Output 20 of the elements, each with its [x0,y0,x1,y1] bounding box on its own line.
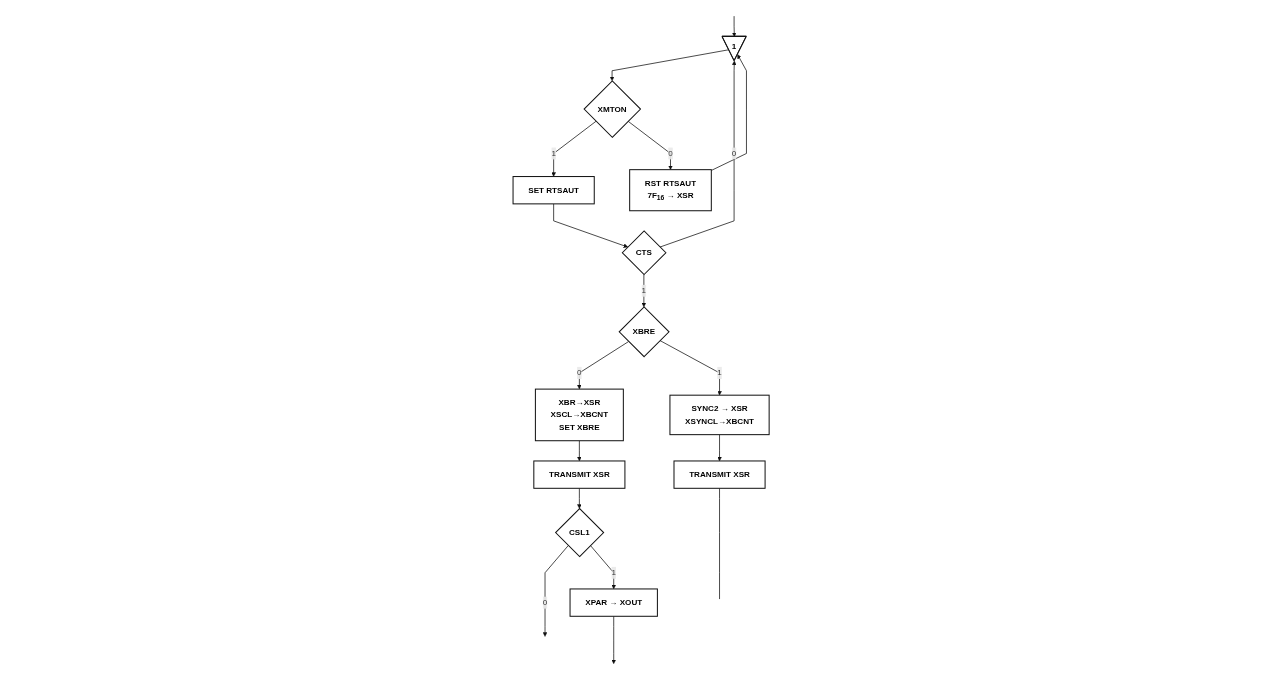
edge-label: 0 [542,598,548,607]
node-diamond: XMTON [583,80,642,138]
edge-label: 1 [717,368,722,377]
connector [719,487,720,600]
edge-label: 0 [668,148,673,158]
node-diamond: CTS [621,230,667,276]
node-diamond: CSL1 [554,507,605,558]
edge-label: 1 [551,148,556,158]
node-diamond: XBRE [618,306,670,358]
edge-label: 1 [611,568,616,577]
edge-label: 0 [577,368,582,377]
node-box: TRANSMIT XSR [533,460,626,489]
node-box: SYNC2 → XSR XSYNCL→XBCNT [669,394,770,436]
edge-label: 0 [731,148,737,158]
edge-label: 1 [641,286,647,295]
node-box: TRANSMIT XSR [673,460,766,489]
node-box: SET RTSAUT [512,176,595,205]
node-box: XPAR → XOUT [569,588,658,617]
node-box: RST RTSAUT 7F$_{16}$ → XSR [629,169,712,212]
node-box: XBR→XSR XSCL→XBCNT SET XBRE [534,388,624,442]
